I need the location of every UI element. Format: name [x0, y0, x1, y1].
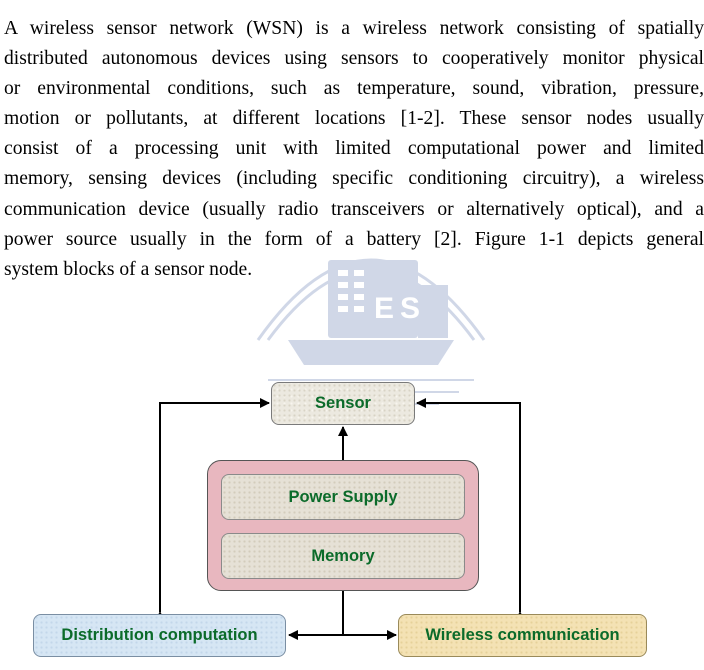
paragraph-line: or environmental conditions, such as tem…: [4, 78, 704, 100]
paragraph-line: power source usually in the form of a ba…: [4, 228, 704, 250]
university-seal-watermark: E S: [256, 258, 486, 405]
arrow-sensor-wireless: [416, 398, 525, 621]
power-supply-label: Power Supply: [288, 487, 398, 506]
memory-label: Memory: [311, 546, 375, 565]
paragraph-line: system blocks of a sensor node.: [4, 258, 253, 280]
paragraph-line: memory, sensing devices (including speci…: [4, 168, 704, 190]
paragraph-line: communication device (usually radio tran…: [4, 198, 704, 220]
power-supply-block: Power Supply: [221, 474, 465, 520]
sensor-node-block-diagram: Sensor Power Supply Memory Distribution …: [33, 382, 647, 657]
distribution-computation-label: Distribution computation: [61, 626, 258, 644]
paragraph-line: motion or pollutants, at different locat…: [4, 108, 704, 130]
paragraph-line: consist of a processing unit with limite…: [4, 138, 704, 160]
sensor-block: Sensor: [271, 382, 415, 425]
sensor-label: Sensor: [315, 394, 371, 412]
wireless-communication-block: Wireless communication: [398, 614, 647, 657]
arrow-sensor-distribution: [155, 398, 270, 621]
distribution-computation-block: Distribution computation: [33, 614, 286, 657]
wireless-communication-label: Wireless communication: [425, 626, 620, 644]
paragraph-line: A wireless sensor network (WSN) is a wir…: [4, 18, 704, 39]
paragraph-line: distributed autonomous devices using sen…: [4, 48, 704, 70]
seal-letter-e: E: [374, 292, 394, 325]
body-paragraph: A wireless sensor network (WSN) is a wir…: [4, 14, 704, 285]
seal-letter-s: S: [400, 292, 420, 325]
memory-block: Memory: [221, 533, 465, 579]
diagram-connectors: [155, 398, 525, 640]
